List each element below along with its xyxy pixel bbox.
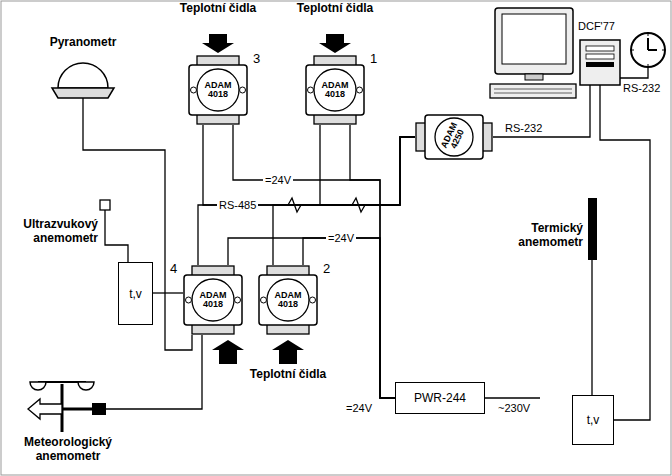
- module-label: ADAM 4018: [197, 291, 229, 310]
- sensor-label: Teplotní čidla: [178, 2, 258, 16]
- sensor-label: Teplotní čidla: [295, 2, 375, 16]
- pyranometer-symbol: [52, 63, 114, 98]
- box-label: PWR-244: [414, 391, 466, 405]
- clock-symbol: [631, 33, 665, 67]
- sensor-wire: [106, 335, 202, 409]
- sensor-label: Teplotní čidla: [248, 368, 328, 382]
- callout-number: 2: [323, 262, 337, 277]
- adam-module: ADAM 4018: [183, 265, 243, 335]
- signal-label: ~230V: [498, 402, 542, 415]
- serial-wire: [493, 85, 590, 137]
- sensor-wire: [105, 210, 128, 262]
- cup-anemometer-symbol: [28, 382, 106, 432]
- adam-module: ADAM 4018: [305, 55, 365, 125]
- sensor-arrow: [319, 34, 351, 53]
- converter-module: ADAM 4250: [415, 114, 493, 160]
- sensor-label: Pyranometr: [43, 36, 123, 50]
- wire-connector: [233, 125, 395, 398]
- device-box: t,v: [118, 262, 153, 325]
- mains-wire: [485, 397, 540, 398]
- thermal-probe: [588, 198, 597, 260]
- signal-label: =24V: [346, 402, 380, 415]
- wire-connector: [350, 125, 395, 398]
- wire-label: RS-485: [217, 199, 258, 212]
- wire-connector: [203, 125, 415, 205]
- device-box: t,v: [572, 395, 614, 445]
- sensor-wire: [591, 260, 592, 395]
- wire-connector: [153, 292, 183, 293]
- serial-wire: [620, 67, 648, 78]
- sensor-label: Ultrazvukový anemometr: [6, 218, 98, 246]
- serial-wire: [600, 85, 650, 420]
- callout-number: 1: [370, 52, 384, 67]
- device-box: PWR-244: [395, 382, 485, 414]
- wire-label: =24V: [263, 174, 293, 187]
- module-label: ADAM 4018: [272, 291, 304, 310]
- wire-connector: [198, 137, 415, 265]
- signal-label: DCF'77: [578, 20, 628, 33]
- sensor-label: Meteorologický anemometr: [8, 436, 128, 464]
- sensor-arrow: [212, 340, 244, 364]
- adam-module: ADAM 4018: [188, 55, 248, 125]
- adam-module: ADAM 4018: [258, 265, 318, 335]
- wire-label: =24V: [326, 232, 356, 245]
- signal-label: RS-232: [623, 82, 669, 95]
- sensor-arrow: [202, 34, 234, 53]
- box-label: t,v: [129, 287, 142, 301]
- sensor-arrow: [272, 340, 304, 364]
- callout-number: 3: [253, 52, 267, 67]
- wire-connector: [228, 238, 395, 398]
- wire-connector: [273, 137, 415, 265]
- module-label: ADAM 4018: [202, 81, 234, 100]
- module-label: ADAM 4018: [319, 81, 351, 100]
- callout-number: 4: [170, 262, 182, 277]
- sensor-label: Termický anemometr: [505, 222, 583, 250]
- ultrasonic-sensor: [100, 200, 110, 210]
- box-label: t,v: [587, 413, 600, 427]
- sensor-wire: [83, 98, 192, 350]
- signal-label: RS-232: [505, 122, 551, 135]
